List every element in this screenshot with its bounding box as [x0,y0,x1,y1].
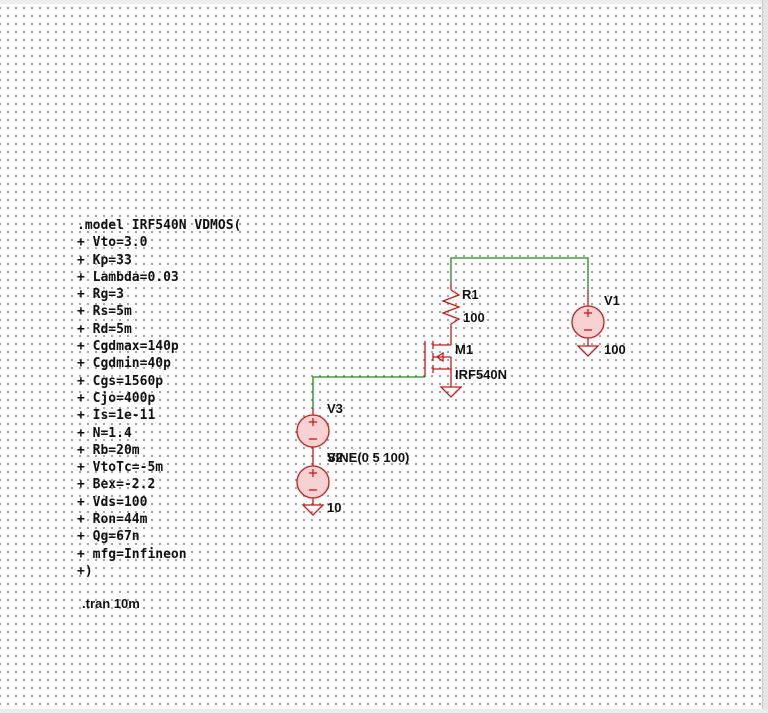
model-line: + Qg=67n [77,529,140,545]
v3-name-label[interactable]: V3 [327,401,343,416]
canvas-scrollbar[interactable] [762,0,768,713]
model-line: +) [77,563,93,579]
model-line: + Bex=-2.2 [77,477,156,493]
model-line: + Vto=3.0 [77,235,148,251]
model-line: + VtoTc=-5m [77,460,164,476]
model-line: + Cgdmin=40p [77,356,171,372]
model-line: + Lambda=0.03 [77,269,179,285]
v3-value-label[interactable]: SINE(0 5 100) [327,450,410,465]
tran-directive[interactable]: .tran 10m [82,596,140,611]
resistor-r1[interactable] [441,282,461,332]
wire-gate-v3 [312,376,425,408]
m1-name-label[interactable]: M1 [455,342,474,357]
mosfet-m1[interactable] [424,332,463,398]
v2-name-label[interactable]: V2 [327,450,343,465]
model-line: + Rb=20m [77,442,140,458]
model-line: + Is=1e-11 [77,408,156,424]
m1-model-label[interactable]: IRF540N [455,367,508,382]
spice-model-directive[interactable]: .model IRF540N VDMOS( + Vto=3.0+ Kp=33+ L… [77,217,241,580]
r1-value-label[interactable]: 100 [463,310,485,325]
model-line: + N=1.4 [77,425,132,441]
model-line: + Cgdmax=140p [77,339,179,355]
r1-name-label[interactable]: R1 [462,287,479,302]
wire-net[interactable] [312,257,589,408]
model-line: + Cjo=400p [77,390,156,406]
model-line: + Rd=5m [77,321,132,337]
canvas-bottom-border [0,709,768,713]
model-line: + Kp=33 [77,252,132,268]
voltage-source-v3[interactable] [296,408,330,466]
model-line: + Ron=44m [77,512,148,528]
model-line: + Rg=3 [77,287,124,303]
v1-value-label[interactable]: 100 [604,342,626,357]
voltage-source-v2[interactable] [296,465,330,516]
v2-value-label[interactable]: 10 [327,500,342,515]
v1-name-label[interactable]: V1 [604,293,620,308]
model-line: + Vds=100 [77,494,148,510]
model-line: + Cgs=1560p [77,373,164,389]
model-line: + Rs=5m [77,304,132,320]
model-line: .model IRF540N VDMOS( [77,218,242,233]
voltage-source-v1[interactable] [571,290,605,357]
model-line: + mfg=Infineon [77,546,187,562]
wire-r1-v1 [450,257,589,290]
canvas-top-border [0,0,768,4]
